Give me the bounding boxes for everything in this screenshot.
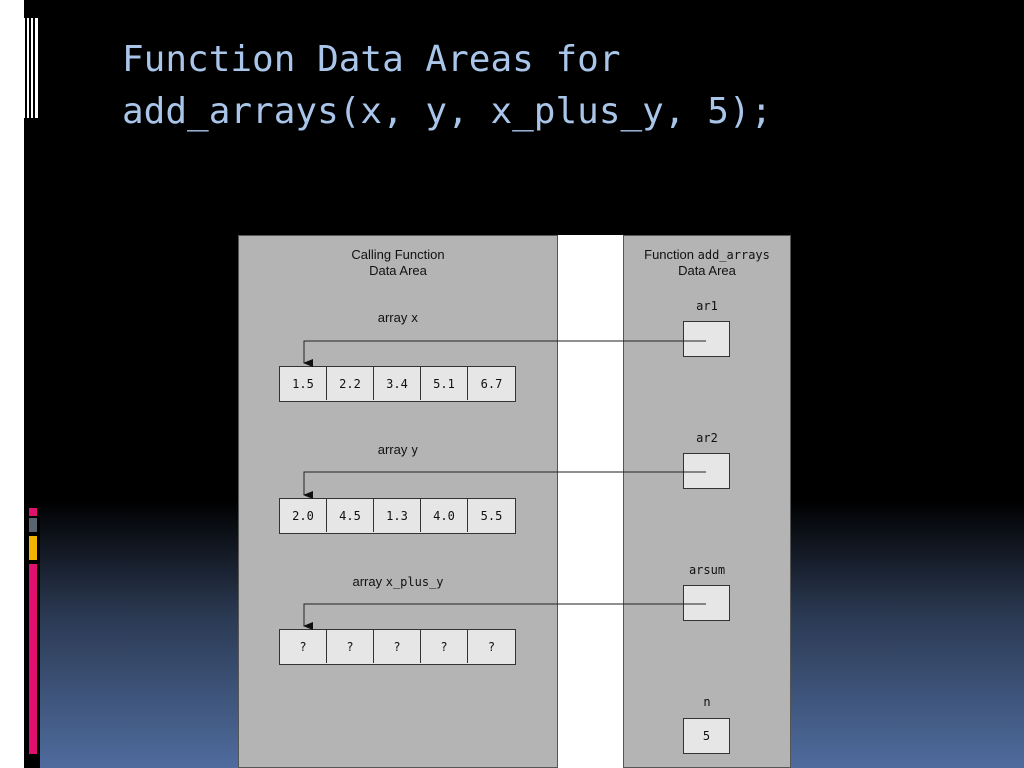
left-ornament	[0, 0, 40, 768]
ornament-bar	[31, 18, 33, 118]
calling-heading-line-1: Calling Function	[351, 247, 445, 262]
array-cell: 2.2	[327, 367, 374, 400]
array-cell: ?	[327, 630, 374, 663]
data-area-diagram: Calling Function Data Area Function add_…	[238, 235, 791, 768]
pointer-arrows	[303, 340, 706, 630]
array-x: 1.5 2.2 3.4 5.1 6.7	[279, 366, 516, 402]
ornament-bar	[35, 18, 38, 118]
param-ar2-label: ar2	[696, 431, 718, 445]
array-y: 2.0 4.5 1.3 4.0 5.5	[279, 498, 516, 534]
array-cell: 2.0	[280, 499, 327, 532]
array-cell: 1.3	[374, 499, 421, 532]
slide-title: Function Data Areas for add_arrays(x, y,…	[122, 34, 1002, 138]
array-word: array	[377, 310, 408, 325]
ornament-bar	[29, 536, 37, 560]
ornament-bar	[22, 18, 25, 118]
array-cell: 5.1	[421, 367, 468, 400]
array-cell: 4.0	[421, 499, 468, 532]
ornament-bar	[29, 564, 37, 754]
array-x-plus-y-label: array x_plus_y	[238, 574, 558, 589]
param-ar1-label: ar1	[696, 299, 718, 313]
panel-gap	[558, 235, 623, 768]
array-cell: ?	[487, 639, 496, 654]
param-arsum-label: arsum	[688, 563, 726, 577]
ornament-bar	[27, 18, 29, 118]
array-cell: ?	[421, 630, 468, 663]
array-cell: 5.5	[480, 508, 503, 523]
array-word: array	[352, 574, 383, 589]
array-cell: 3.4	[374, 367, 421, 400]
callee-heading-line-2: Data Area	[678, 263, 736, 278]
array-cell: 1.5	[280, 367, 327, 400]
title-line-1: Function Data Areas for	[122, 39, 621, 80]
array-cell: ?	[280, 630, 327, 663]
array-name: x_plus_y	[385, 575, 444, 589]
callee-heading-prefix: Function	[644, 247, 694, 262]
array-x-label: array x	[238, 310, 558, 325]
pointer-arrow-ar1	[303, 340, 706, 367]
pointer-arrow-ar2	[303, 471, 706, 499]
add-arrays-heading: Function add_arrays Data Area	[623, 247, 791, 279]
calling-function-heading: Calling Function Data Area	[238, 247, 558, 279]
param-ar1-box	[683, 321, 730, 357]
param-n-box: 5	[683, 718, 730, 754]
calling-heading-line-2: Data Area	[369, 263, 427, 278]
array-name: y	[411, 443, 419, 457]
param-ar2-box	[683, 453, 730, 489]
pointer-arrow-arsum	[303, 603, 706, 630]
param-arsum-box	[683, 585, 730, 621]
array-cell: ?	[374, 630, 421, 663]
array-cell: 4.5	[327, 499, 374, 532]
ornament-bar	[29, 508, 37, 516]
title-line-2: add_arrays(x, y, x_plus_y, 5);	[122, 91, 773, 132]
array-y-label: array y	[238, 442, 558, 457]
array-word: array	[377, 442, 408, 457]
array-name: x	[411, 311, 419, 325]
ornament-bar	[29, 518, 37, 532]
param-n-label: n	[703, 695, 711, 709]
callee-heading-function-name: add_arrays	[697, 248, 770, 262]
array-x-plus-y: ? ? ? ? ?	[279, 629, 516, 665]
array-cell: 6.7	[480, 376, 503, 391]
callee-heading-line-1: Function add_arrays	[623, 247, 791, 263]
